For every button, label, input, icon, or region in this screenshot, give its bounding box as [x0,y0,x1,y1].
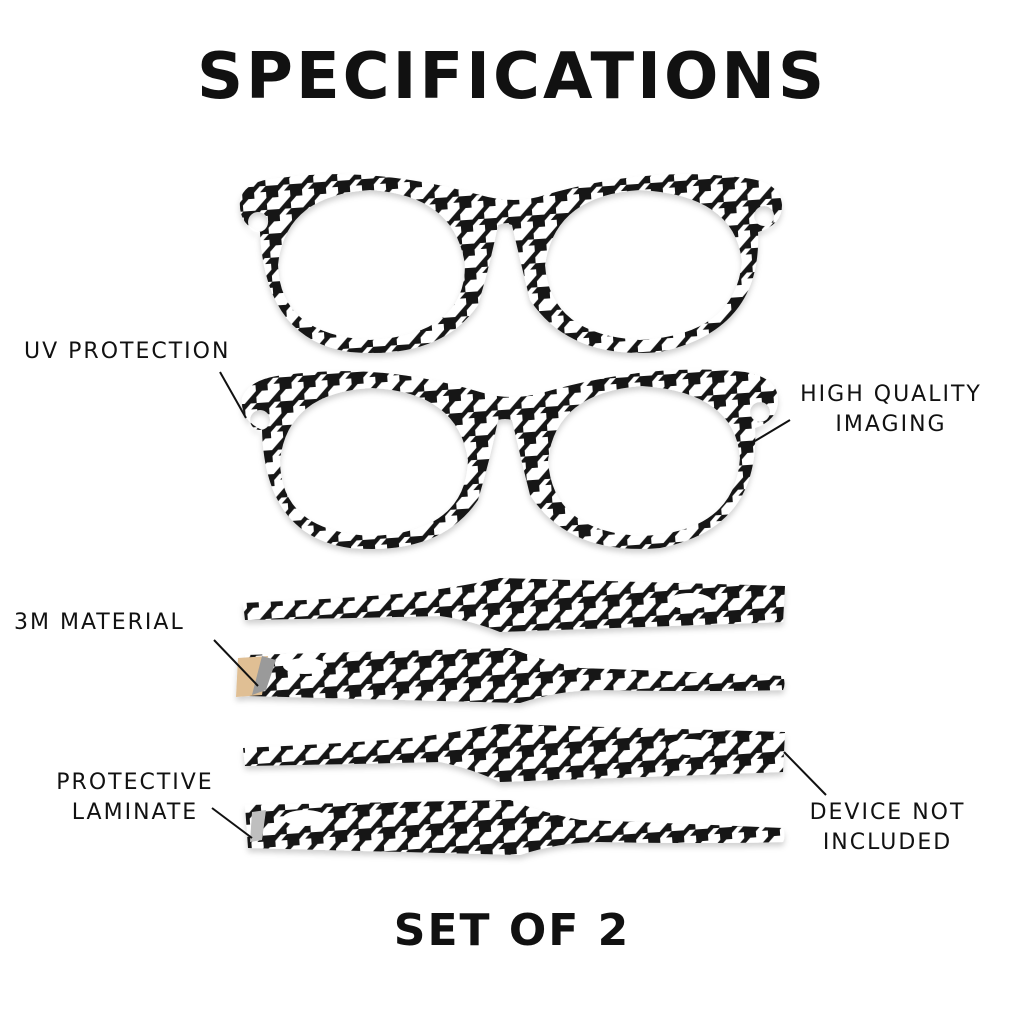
temple-arm-2 [236,648,785,703]
laminate-label: PROTECTIVE LAMINATE [40,768,230,828]
imaging-label: HIGH QUALITY IMAGING [786,380,996,440]
temple-arm-1 [243,578,785,632]
glasses-front-top [239,174,783,354]
glasses-front-bottom [241,369,779,549]
imaging-leader-line [749,419,791,445]
page-title: SPECIFICATIONS [196,40,828,114]
material-label: 3M MATERIAL [14,610,185,635]
uv-protection-label: UV PROTECTION [24,339,231,364]
laminate-label-line2: LAMINATE [71,800,199,825]
device-label-line2: INCLUDED [822,830,953,855]
device-leader-line [783,751,827,796]
laminate-label-line1: PROTECTIVE [56,770,214,795]
set-count-footer: SET OF 2 [393,905,631,956]
laminate-corner [250,810,266,842]
imaging-label-line1: HIGH QUALITY [800,382,982,407]
device-label: DEVICE NOT INCLUDED [790,798,985,858]
laminate-leader-line [211,807,253,839]
device-label-line1: DEVICE NOT [809,800,966,825]
temple-arm-3 [243,724,785,782]
imaging-label-line2: IMAGING [835,412,947,437]
temple-arm-4 [245,800,785,855]
material-leader-line [213,639,259,687]
uv-leader-line [219,371,247,419]
